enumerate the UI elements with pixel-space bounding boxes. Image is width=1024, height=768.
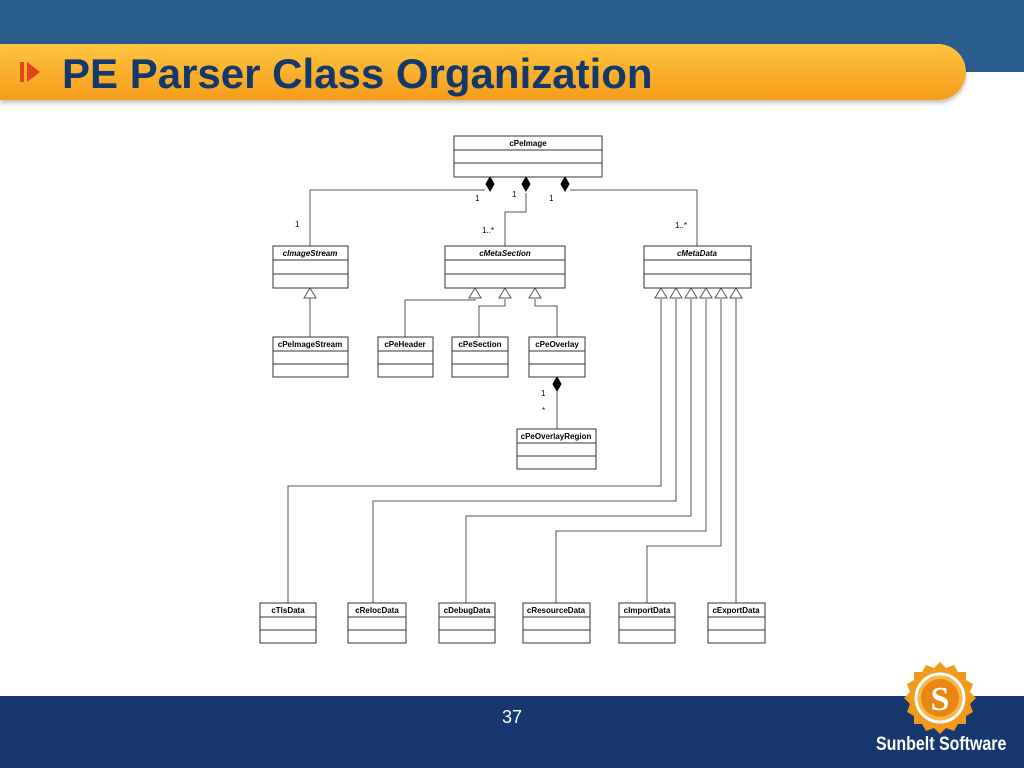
class-box-pe-image: cPeImage — [453, 135, 603, 178]
class-box-image-stream: cImageStream — [272, 245, 349, 289]
generalization-line-debug-data — [465, 299, 692, 603]
generalization-line-pe-overlay — [534, 299, 558, 337]
class-box-meta-section: cMetaSection — [444, 245, 566, 289]
class-box-meta-data: cMetaData — [643, 245, 752, 289]
class-name-tls-data: cTlsData — [271, 606, 305, 615]
class-box-tls-data: cTlsData — [259, 602, 317, 644]
sunbelt-logo-icon: S — [904, 662, 976, 734]
multiplicity-meta-data-part: 1..* — [675, 221, 687, 230]
generalization-line-import-data — [646, 299, 722, 603]
class-box-pe-overlay-region: cPeOverlayRegion — [516, 428, 597, 470]
title-bar — [0, 44, 966, 100]
class-box-pe-section: cPeSection — [451, 336, 509, 378]
generalization-line-reloc-data — [372, 299, 677, 603]
class-box-pe-image-stream: cPeImageStream — [272, 336, 349, 378]
class-name-pe-overlay: cPeOverlay — [535, 340, 579, 349]
class-name-pe-image: cPeImage — [509, 139, 547, 148]
generalization-line-resource-data — [555, 299, 707, 603]
class-name-debug-data: cDebugData — [444, 606, 491, 615]
generalization-line-pe-section — [478, 299, 506, 337]
class-name-pe-image-stream: cPeImageStream — [278, 340, 342, 349]
generalization-arrow-meta-data-1 — [654, 287, 668, 299]
multiplicity-meta-data-owner: 1 — [549, 194, 554, 203]
class-name-pe-header: cPeHeader — [384, 340, 425, 349]
composition-line-meta-data — [570, 189, 698, 246]
multiplicity-meta-section-part: 1..* — [482, 226, 494, 235]
class-name-pe-overlay-region: cPeOverlayRegion — [521, 432, 592, 441]
multiplicity-image-stream-part: 1 — [295, 220, 300, 229]
composition-diamond-meta-data — [560, 175, 570, 193]
class-box-pe-overlay: cPeOverlay — [528, 336, 586, 378]
class-box-reloc-data: cRelocData — [347, 602, 407, 644]
slide-title: PE Parser Class Organization — [62, 50, 653, 97]
class-box-resource-data: cResourceData — [522, 602, 591, 644]
class-box-pe-header: cPeHeader — [377, 336, 434, 378]
generalization-line-tls-data — [287, 299, 662, 603]
class-box-debug-data: cDebugData — [438, 602, 496, 644]
generalization-arrow-meta-section-2 — [498, 287, 512, 299]
class-box-import-data: cImportData — [618, 602, 676, 644]
class-name-image-stream: cImageStream — [283, 249, 338, 258]
class-box-export-data: cExportData — [707, 602, 766, 644]
multiplicity-meta-section-owner: 1 — [512, 190, 517, 199]
generalization-line-pe-header — [404, 299, 476, 337]
class-name-reloc-data: cRelocData — [355, 606, 399, 615]
class-name-resource-data: cResourceData — [527, 606, 586, 615]
generalization-arrow-meta-data-5 — [714, 287, 728, 299]
title-arrow-icon — [20, 62, 40, 82]
composition-diamond-overlay-region — [552, 375, 562, 393]
class-name-pe-section: cPeSection — [458, 340, 501, 349]
generalization-arrow-meta-data-3 — [684, 287, 698, 299]
brand-name: Sunbelt Software — [876, 734, 1007, 755]
composition-diamond-meta-section — [521, 175, 531, 193]
composition-line-image-stream — [309, 189, 485, 246]
multiplicity-overlay-owner: 1 — [541, 389, 546, 398]
multiplicity-overlay-part: * — [542, 406, 545, 415]
generalization-arrow-meta-data-6 — [729, 287, 743, 299]
multiplicity-image-stream-owner: 1 — [475, 194, 480, 203]
class-name-meta-data: cMetaData — [677, 249, 718, 258]
generalization-arrow-meta-section-3 — [528, 287, 542, 299]
composition-line-meta-section — [504, 193, 527, 246]
page-number: 37 — [501, 707, 523, 727]
generalization-arrow-meta-data-2 — [669, 287, 683, 299]
composition-diamond-image-stream — [485, 175, 495, 193]
footer-band — [0, 696, 1024, 768]
class-name-import-data: cImportData — [624, 606, 671, 615]
generalization-arrow-meta-section-1 — [468, 287, 482, 299]
generalization-arrow-meta-data-4 — [699, 287, 713, 299]
class-name-meta-section: cMetaSection — [479, 249, 531, 258]
svg-text:S: S — [931, 681, 950, 718]
class-name-export-data: cExportData — [712, 606, 760, 615]
generalization-arrow-image-stream — [303, 287, 317, 299]
